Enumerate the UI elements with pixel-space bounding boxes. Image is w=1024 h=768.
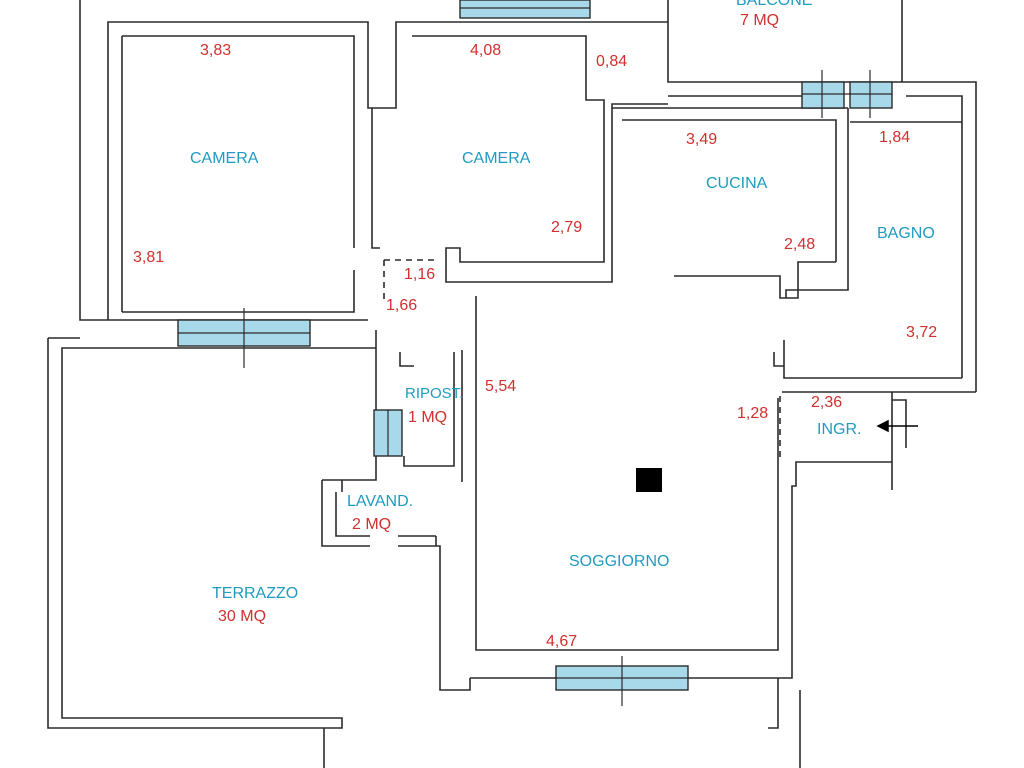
wall-corridor-dashed bbox=[383, 259, 781, 460]
wall-cucina bbox=[612, 107, 849, 299]
room-name-balcone: BALCONE bbox=[736, 0, 813, 9]
arrow-head bbox=[876, 419, 889, 433]
room-name-camera-2: CAMERA bbox=[462, 150, 531, 167]
dim-camera-2-width: 4,08 bbox=[470, 42, 502, 59]
room-name-terrazzo: TERRAZZO bbox=[212, 585, 299, 602]
window-top bbox=[459, 0, 591, 19]
dim-ingresso-width: 2,36 bbox=[811, 394, 843, 411]
area-balcone: 7 MQ bbox=[740, 12, 780, 29]
wall-camera1-inner bbox=[121, 35, 355, 313]
dim-corridor-length: 1,66 bbox=[386, 297, 418, 314]
dim-camera-2-niche: 0,84 bbox=[596, 53, 628, 70]
entrance-arrow-icon bbox=[876, 419, 918, 433]
room-name-ripostiglio: RIPOST. bbox=[405, 385, 464, 402]
dim-ingresso-depth: 1,28 bbox=[737, 405, 769, 422]
wall-lavanderia bbox=[321, 479, 437, 547]
window-balcone-right bbox=[849, 81, 893, 109]
wall-ingresso bbox=[470, 391, 976, 679]
dim-cucina-width: 3,49 bbox=[686, 131, 718, 148]
room-name-soggiorno: SOGGIORNO bbox=[569, 553, 670, 570]
dim-corridor-width: 1,16 bbox=[404, 266, 436, 283]
dim-camera-2-height: 2,79 bbox=[551, 219, 583, 236]
room-name-cucina: CUCINA bbox=[706, 175, 768, 192]
area-terrazzo: 30 MQ bbox=[218, 608, 267, 625]
room-name-ingresso: INGR. bbox=[817, 421, 862, 438]
dim-soggiorno-width: 4,67 bbox=[546, 633, 578, 650]
dim-camera-1-height: 3,81 bbox=[133, 249, 165, 266]
area-lavanderia: 2 MQ bbox=[352, 516, 392, 533]
walls bbox=[47, 0, 977, 768]
dim-bagno-width: 1,84 bbox=[879, 129, 911, 146]
wall-ripostiglio bbox=[399, 350, 463, 482]
area-ripostiglio: 1 MQ bbox=[408, 409, 448, 426]
room-name-lavanderia: LAVAND. bbox=[347, 493, 414, 510]
structural-column bbox=[636, 468, 662, 492]
room-name-bagno: BAGNO bbox=[877, 225, 935, 242]
dim-cucina-height: 2,48 bbox=[784, 236, 816, 253]
room-name-camera-1: CAMERA bbox=[190, 150, 259, 167]
wall-soggiorno bbox=[398, 296, 801, 768]
window-sash-lines bbox=[178, 7, 892, 706]
window-balcone-left bbox=[801, 81, 845, 109]
dim-soggiorno-depth: 5,54 bbox=[485, 378, 517, 395]
dim-bagno-height: 3,72 bbox=[906, 324, 938, 341]
dim-camera-1-width: 3,83 bbox=[200, 42, 232, 59]
wall-bagno bbox=[773, 121, 962, 379]
wall-terrazzo bbox=[47, 330, 377, 729]
wall-bottom bbox=[323, 728, 325, 768]
wall-camera2 bbox=[371, 21, 668, 283]
wall-balcone bbox=[667, 0, 977, 392]
